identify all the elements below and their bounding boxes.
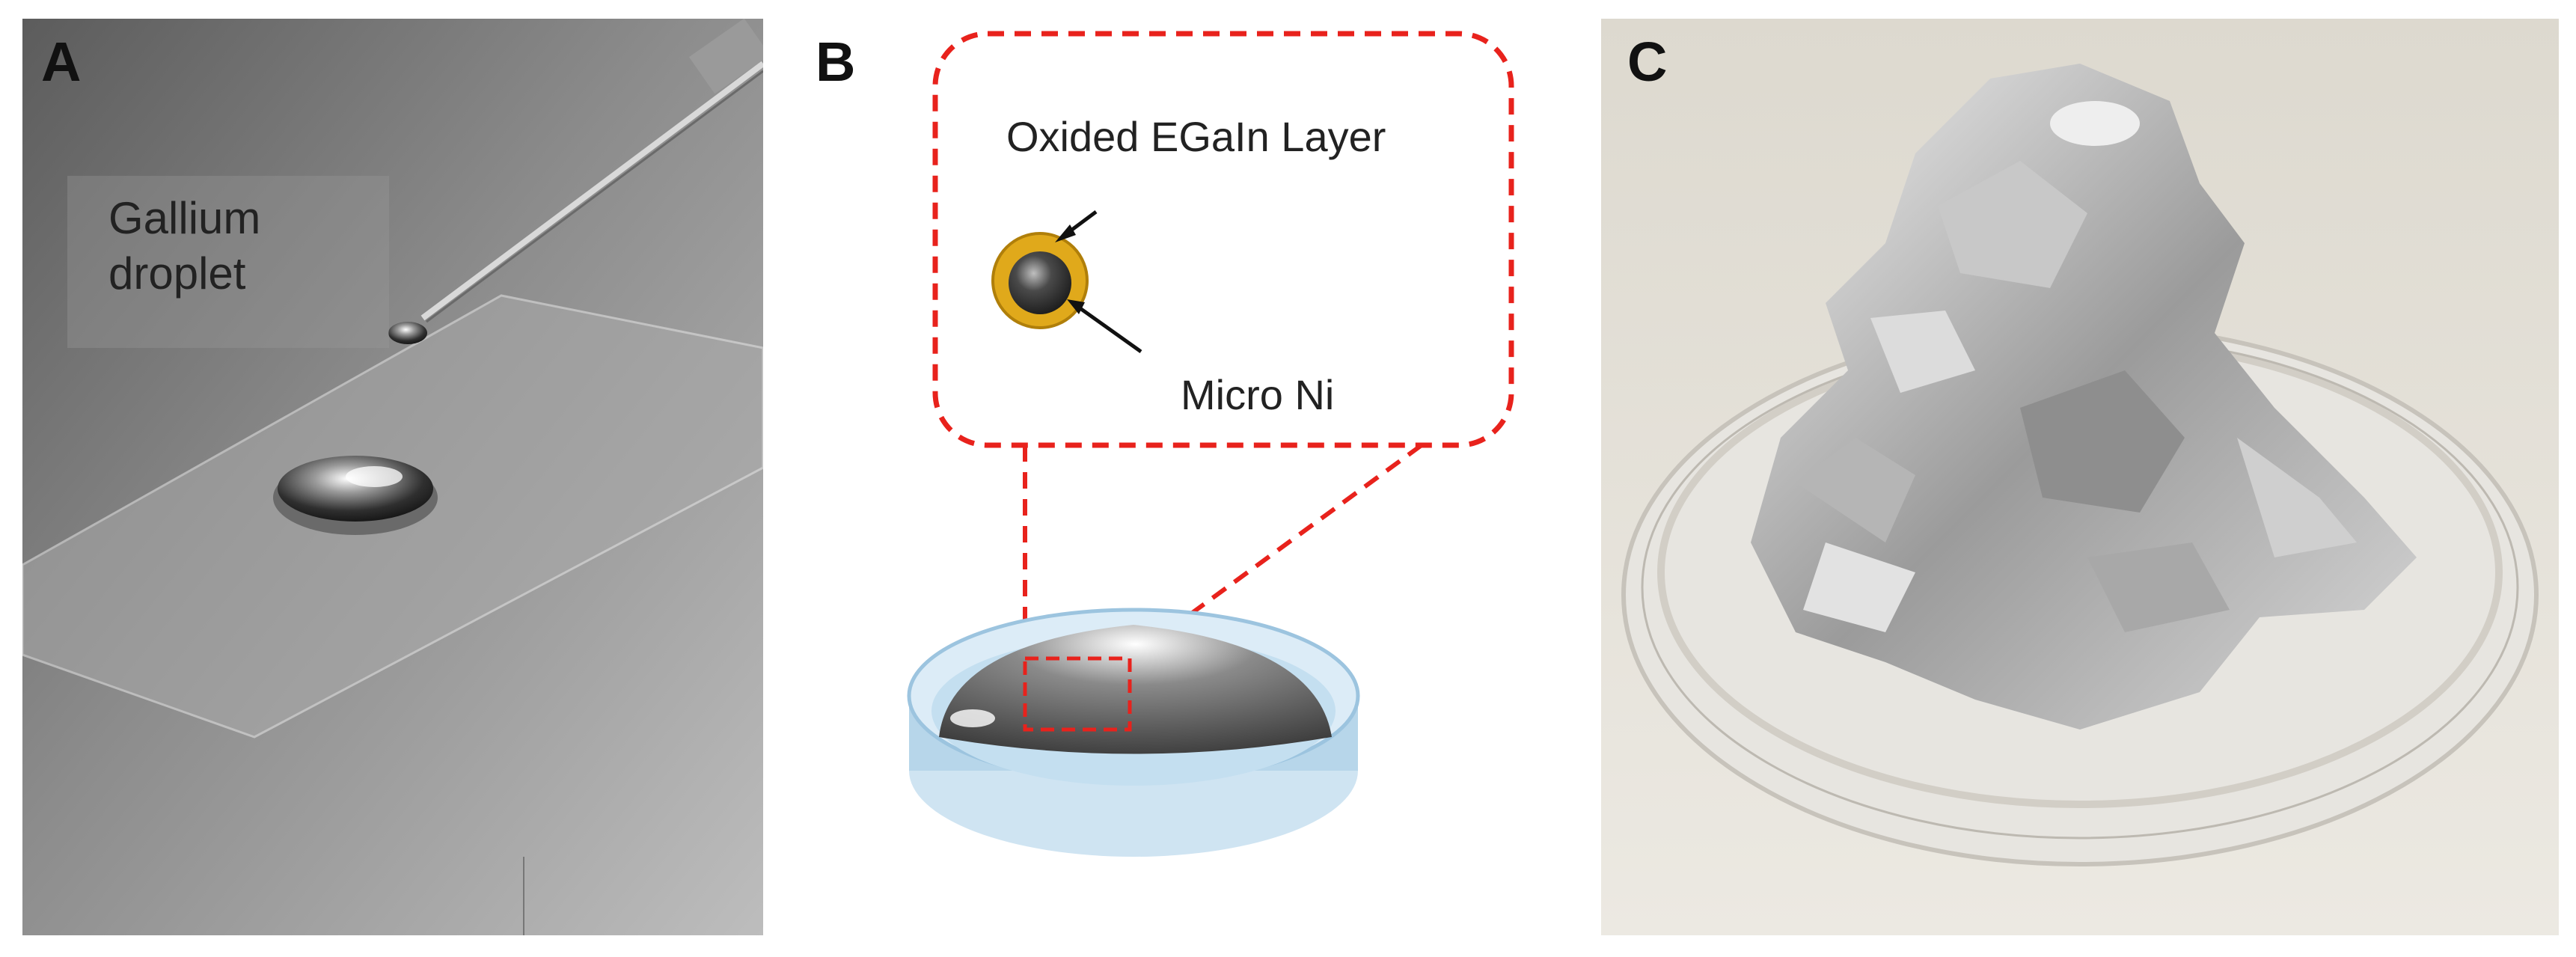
micro-ni-label: Micro Ni [1181, 371, 1335, 418]
schematic-diagram [907, 31, 1514, 857]
gallium-droplet-label: Gallium droplet [108, 191, 260, 302]
panel-c: C [1586, 0, 2576, 957]
gallium-droplet-photo [22, 19, 763, 935]
panel-c-letter: C [1627, 31, 1668, 93]
panel-b-letter: B [816, 31, 856, 93]
panel-b: B Oxided EGaIn Layer Micro Ni [801, 0, 1519, 957]
nickel-foam-photo [1601, 19, 2559, 935]
oxide-layer-label: Oxided EGaIn Layer [1006, 113, 1386, 160]
panel-a-letter: A [41, 31, 82, 93]
panel-a: A Gallium droplet [0, 0, 778, 957]
gallium-label-line1: Gallium [108, 193, 261, 243]
gallium-label-line2: droplet [108, 248, 246, 299]
